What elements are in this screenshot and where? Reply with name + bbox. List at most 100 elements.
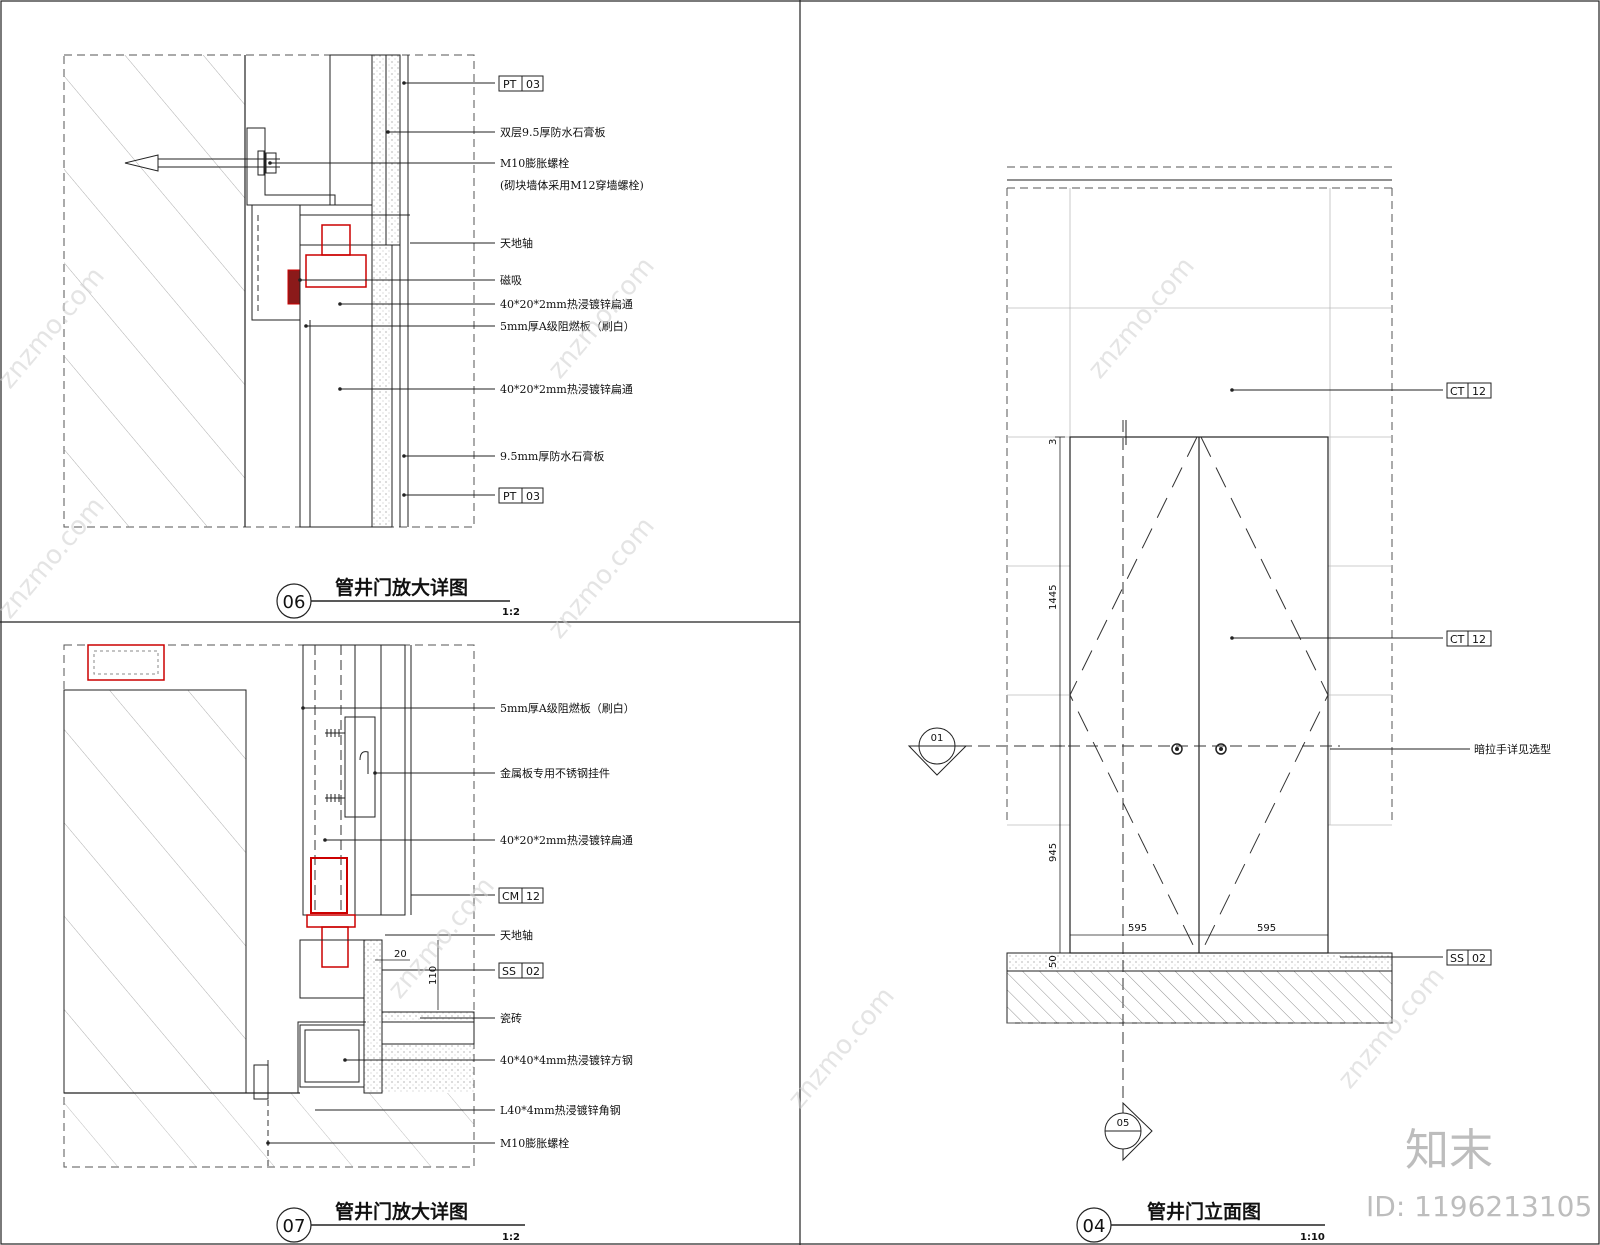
panel-06-detail: PT 03 双层9.5厚防水石膏板 M10膨胀螺栓 (砌块墙体采用M12穿墙螺栓…: [63, 54, 644, 619]
ss02-tag: [498, 962, 544, 979]
ss02-tag: [1446, 949, 1492, 966]
tag-code: 02: [526, 965, 540, 978]
detail-number: 04: [1083, 1216, 1106, 1237]
label-gypsum-single: 9.5mm厚防水石膏板: [500, 449, 604, 463]
pt03-top-tag: [498, 75, 544, 92]
dim-945: 945: [1048, 843, 1059, 862]
flat-tube-red: [305, 254, 367, 288]
section-marker-05: 05: [1104, 1101, 1153, 1162]
label-bolt: M10膨胀螺栓: [500, 156, 569, 170]
label-hanger: 金属板专用不锈钢挂件: [500, 766, 610, 780]
tag-pt: PT: [503, 490, 517, 503]
section-01-number: 01: [931, 733, 944, 744]
floor-finish: [1006, 952, 1393, 972]
tag-code: 03: [526, 78, 540, 91]
cm12-tag: [498, 887, 544, 904]
watermark-text: znzmo.com: [1082, 252, 1200, 385]
angle-bracket: [246, 127, 336, 206]
gypsum-board-single: [371, 244, 393, 528]
floor-slab-hatch: [1006, 970, 1393, 1024]
screw-icons: [325, 729, 345, 802]
watermark-text: znzmo.com: [542, 252, 660, 385]
leader-lines: [270, 82, 495, 496]
detail-number: 07: [283, 1216, 306, 1237]
detail-title: 管井门立面图: [1147, 1200, 1261, 1223]
tag-pt: PT: [503, 78, 517, 91]
label-flat-tube-1: 40*20*2mm热浸镀锌扁通: [500, 297, 633, 311]
stud-channel: [329, 54, 373, 206]
leader-lines: [268, 707, 495, 1144]
detail-scale: 1:10: [1300, 1232, 1325, 1243]
detail-title: 管井门放大详图: [335, 576, 468, 599]
tag-ct: CT: [1450, 633, 1465, 646]
dim-50: 50: [1048, 955, 1059, 968]
label-angle-steel: L40*4mm热浸镀锌角钢: [500, 1103, 621, 1117]
label-fire-board: 5mm厚A级阻燃板（刷白）: [500, 701, 635, 715]
label-tile: 瓷砖: [500, 1011, 522, 1025]
label-square-steel: 40*40*4mm热浸镀锌方钢: [500, 1053, 633, 1067]
label-pivot: 天地轴: [500, 236, 533, 250]
pivot-red: [306, 914, 356, 928]
label-handle: 暗拉手详见选型: [1474, 742, 1551, 756]
dimension-lines: [1055, 436, 1328, 954]
tag-ct: CT: [1450, 385, 1465, 398]
square-steel-top: [299, 939, 365, 999]
dim-110: 110: [428, 966, 439, 985]
label-gypsum-double: 双层9.5厚防水石膏板: [500, 125, 606, 139]
magnet: [287, 269, 301, 305]
brand-logo-text: 知末: [1405, 1125, 1493, 1176]
pt03-bottom-tag: [498, 487, 544, 504]
detail-scale: 1:2: [502, 1232, 520, 1243]
label-pivot: 天地轴: [500, 928, 533, 942]
watermark-text: znzmo.com: [0, 492, 111, 625]
watermark-text: znzmo.com: [382, 872, 500, 1005]
tag-code: 12: [526, 890, 540, 903]
section-marker-01: 01: [907, 727, 968, 776]
ct12-mid-tag: [1446, 630, 1492, 647]
watermark-text: znzmo.com: [542, 512, 660, 645]
handle-right-icon: [1215, 743, 1227, 755]
floor-hatch: [64, 1093, 474, 1167]
tag-ss: SS: [502, 965, 516, 978]
label-magnet: 磁吸: [500, 274, 522, 287]
handle-left-icon: [1171, 743, 1183, 755]
section-05-number: 05: [1117, 1118, 1130, 1129]
dim-595-right: 595: [1257, 923, 1276, 934]
label-flat-tube-2: 40*20*2mm热浸镀锌扁通: [500, 382, 633, 396]
ct12-top-tag: [1446, 382, 1492, 399]
detail-title: 管井门放大详图: [335, 1200, 468, 1223]
detail-scale: 1:2: [502, 607, 520, 618]
pivot-red: [321, 224, 351, 256]
label-fire-board: 5mm厚A级阻燃板（刷白）: [500, 319, 635, 333]
floor-tile: [381, 1011, 475, 1023]
label-bolt-note: (砌块墙体采用M12穿墙螺栓): [500, 178, 644, 192]
dim-1445: 1445: [1048, 585, 1059, 610]
metal-panel-gap: [354, 644, 406, 916]
dim-595-left: 595: [1128, 923, 1147, 934]
concrete-slab-hatch: [63, 689, 247, 1094]
dim-3: 3: [1048, 439, 1059, 445]
label-flat-tube: 40*20*2mm热浸镀锌扁通: [500, 833, 633, 847]
asset-id: ID: 1196213105: [1366, 1190, 1592, 1223]
tag-code: 12: [1472, 633, 1486, 646]
stainless-skirting: [363, 939, 383, 1094]
label-bolt: M10膨胀螺栓: [500, 1136, 569, 1150]
flat-tube-red: [310, 857, 348, 914]
leader-lines: [1232, 389, 1470, 958]
angle-steel: [246, 1021, 366, 1094]
tag-code: 12: [1472, 385, 1486, 398]
tag-cm: CM: [502, 890, 519, 903]
door-swing-lines: [1069, 436, 1329, 954]
panel-04-elevation: 1445 945 3 50 595 595 CT 12 CT 12 暗拉手详见选…: [907, 166, 1551, 1243]
dim-20: 20: [394, 949, 407, 960]
tile-grid-red: [87, 644, 165, 681]
square-steel-bottom: [299, 1024, 365, 1088]
steel-hanger: [344, 716, 376, 818]
concrete-wall-hatch: [64, 55, 245, 527]
detail-number: 06: [283, 592, 306, 613]
tag-ss: SS: [1450, 952, 1464, 965]
tag-code: 03: [526, 490, 540, 503]
tag-code: 02: [1472, 952, 1486, 965]
panel-07-detail: 20 110 5mm厚A级阻燃板（刷白） 金属板专用不锈钢挂件 40*20*2m…: [63, 644, 635, 1243]
